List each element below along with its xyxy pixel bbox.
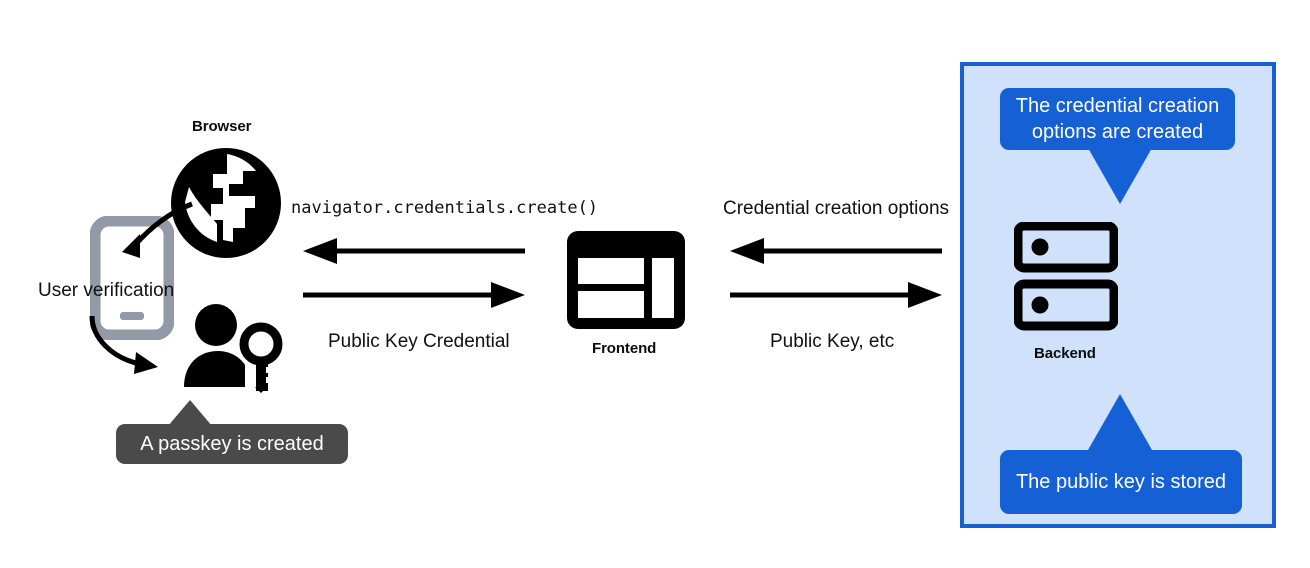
- callout-tail-credential-options: [1088, 148, 1152, 204]
- arrow-browser-to-device: [92, 196, 202, 281]
- user-with-key-icon: [182, 303, 286, 402]
- mobile-phone-icon: [89, 215, 175, 345]
- server-rack-icon: [1013, 221, 1119, 339]
- flow-label-navigator-create: navigator.credentials.create(): [291, 198, 599, 218]
- user-verification-label: User verification: [38, 280, 175, 301]
- callout-public-key-stored-text: The public key is stored: [1015, 471, 1227, 493]
- callout-tail-public-key-stored: [1088, 394, 1152, 450]
- arrow-backend-to-frontend: [730, 238, 942, 264]
- callout-passkey-created-text: A passkey is created: [140, 433, 324, 455]
- dashboard-window-icon: [567, 231, 685, 334]
- backend-label: Backend: [1034, 345, 1096, 362]
- callout-credential-options-text: The credential creation options are crea…: [1015, 95, 1220, 143]
- callout-tail-passkey-created: [168, 400, 212, 426]
- globe-icon: [167, 144, 285, 267]
- arrow-frontend-to-backend: [730, 282, 942, 308]
- flow-label-public-key-credential: Public Key Credential: [328, 331, 510, 352]
- arrow-frontend-to-browser: [303, 238, 525, 264]
- browser-label: Browser: [192, 118, 252, 135]
- arrow-device-to-user: [78, 312, 188, 387]
- callout-passkey-created: A passkey is created: [116, 424, 348, 464]
- arrow-browser-to-frontend: [303, 282, 525, 308]
- flow-label-public-key-etc: Public Key, etc: [770, 331, 895, 352]
- frontend-label: Frontend: [592, 340, 657, 357]
- flow-label-credential-creation-options: Credential creation options: [723, 198, 950, 219]
- callout-credential-options: The credential creation options are crea…: [1000, 88, 1235, 150]
- callout-public-key-stored: The public key is stored: [1000, 450, 1242, 514]
